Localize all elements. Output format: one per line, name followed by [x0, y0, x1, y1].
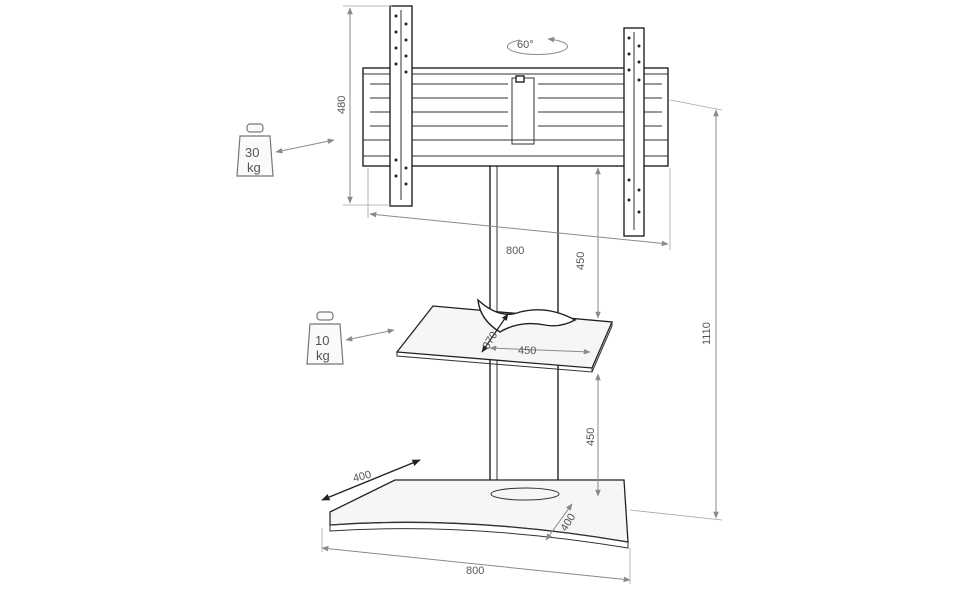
- dim-shelf-width: 450: [489, 345, 591, 357]
- dim-total-height: 1110: [629, 99, 723, 521]
- dim-bracket-width-label: 800: [506, 245, 524, 257]
- dim-base-width: 800: [321, 528, 631, 584]
- dim-bracket-height-label: 480: [336, 96, 348, 114]
- weight-upper-unit: kg: [247, 160, 261, 175]
- dim-upper-column-label: 450: [575, 252, 587, 270]
- vertical-bracket-right: [623, 27, 645, 237]
- dim-upper-column: 450: [575, 167, 601, 319]
- weight-lower-unit: kg: [316, 348, 330, 363]
- dim-base-left-depth-label: 400: [352, 469, 373, 485]
- weight-upper-value: 30: [245, 145, 259, 160]
- rotation-label: 60°: [517, 39, 534, 51]
- weight-lower-value: 10: [315, 333, 329, 348]
- dim-lower-column: 450: [585, 373, 601, 497]
- weight-icon-lower: 10 kg: [306, 311, 395, 365]
- vertical-bracket-left: [389, 5, 413, 207]
- base-plate: [329, 479, 629, 549]
- dim-base-width-label: 800: [466, 565, 484, 577]
- rotation-arc-icon: [507, 36, 568, 55]
- mounting-bracket: [362, 67, 669, 167]
- dim-lower-column-label: 450: [585, 428, 597, 446]
- dim-total-height-label: 1110: [701, 322, 713, 345]
- dim-base-left-depth: 400: [321, 459, 421, 501]
- dim-bracket-height: 480: [336, 5, 392, 206]
- weight-icon-upper: 30 kg: [236, 123, 335, 177]
- dim-bracket-width: 800: [367, 168, 671, 257]
- rotation-indicator: 60°: [507, 36, 568, 55]
- dim-shelf-width-label: 450: [518, 345, 536, 357]
